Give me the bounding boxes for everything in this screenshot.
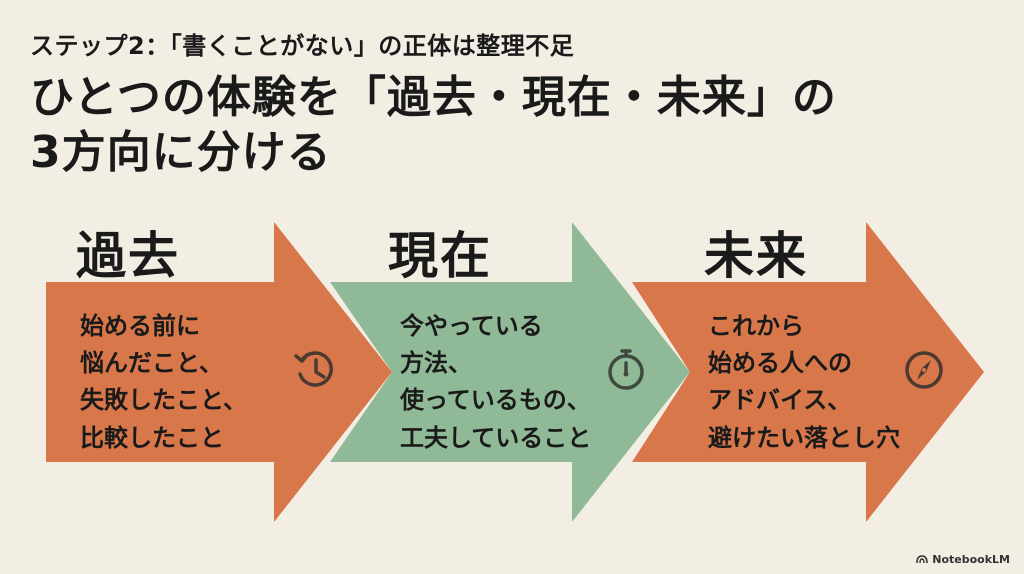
heading-past: 過去 bbox=[76, 227, 180, 285]
arrow-present bbox=[330, 222, 690, 522]
body-past-line-4: 比較したこと bbox=[80, 423, 224, 452]
body-past: 始める前に 悩んだこと、 失敗したこと、 比較したこと bbox=[80, 308, 247, 457]
title-line-1: ひとつの体験を「過去・現在・未来」の bbox=[30, 72, 837, 123]
body-present-line-1: 今やっている bbox=[400, 312, 543, 340]
body-past-line-1: 始める前に bbox=[80, 312, 200, 340]
brand-label: NotebookLM bbox=[932, 553, 1010, 566]
heading-present: 現在 bbox=[388, 227, 492, 285]
stopwatch-icon bbox=[602, 346, 650, 394]
arrow-past bbox=[46, 222, 392, 522]
slide-subtitle: ステップ2：「書くことがない」の正体は整理不足 bbox=[30, 32, 575, 60]
history-clock-icon bbox=[290, 346, 338, 394]
title-line-2: 3方向に分ける bbox=[30, 127, 332, 178]
body-future: これから 始める人への アドバイス、 避けたい落とし穴 bbox=[708, 308, 900, 457]
notebooklm-logo-icon bbox=[916, 555, 929, 564]
body-past-line-3: 失敗したこと、 bbox=[80, 386, 248, 415]
compass-icon bbox=[900, 346, 948, 394]
body-present-line-3: 使っているもの、 bbox=[400, 386, 591, 415]
arrow-future bbox=[632, 222, 984, 522]
body-present-line-2: 方法、 bbox=[400, 349, 472, 378]
body-future-line-1: これから bbox=[708, 312, 804, 340]
slide-title: ひとつの体験を「過去・現在・未来」の 3方向に分ける bbox=[30, 70, 837, 180]
footer-brand: NotebookLM bbox=[916, 553, 1010, 566]
body-future-line-3: アドバイス、 bbox=[708, 386, 852, 415]
body-present-line-4: 工夫していること bbox=[400, 423, 592, 452]
body-present: 今やっている 方法、 使っているもの、 工夫していること bbox=[400, 308, 591, 457]
body-future-line-2: 始める人への bbox=[708, 349, 852, 378]
body-future-line-4: 避けたい落とし穴 bbox=[708, 423, 900, 452]
heading-future: 未来 bbox=[704, 227, 808, 285]
body-past-line-2: 悩んだこと、 bbox=[80, 349, 224, 378]
